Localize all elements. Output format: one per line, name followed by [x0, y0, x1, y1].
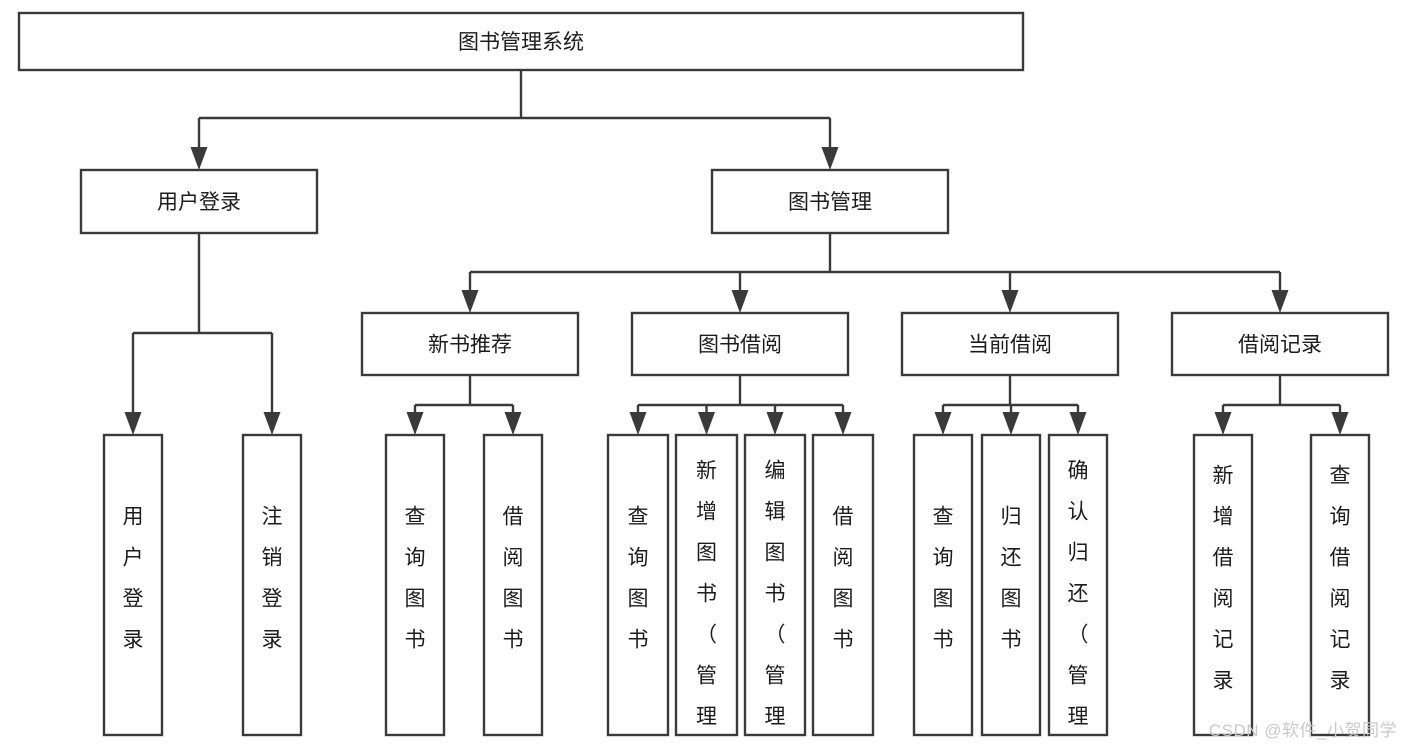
node-box [606, 433, 670, 737]
node-box [1309, 433, 1371, 737]
node-leaf-add-record[interactable]: 新增借阅记录 [1192, 433, 1254, 737]
node-box [241, 433, 303, 737]
node-label: 查询借阅记录 [1330, 465, 1351, 693]
node-leaf-query-book-2[interactable]: 查询图书 [606, 433, 670, 737]
node-label: 新增图书（管理员） [696, 460, 717, 747]
node-label: 新增借阅记录 [1213, 465, 1234, 693]
node-root[interactable]: 图书管理系统 [17, 11, 1025, 72]
node-label: 用户登录 [123, 506, 144, 652]
node-new-book-rec[interactable]: 新书推荐 [360, 311, 580, 377]
node-leaf-borrow-book-2[interactable]: 借阅图书 [811, 433, 875, 737]
node-leaf-borrow-book-1[interactable]: 借阅图书 [482, 433, 544, 737]
node-label: 借阅图书 [833, 506, 854, 652]
node-box [1047, 433, 1109, 737]
node-label: 查询图书 [405, 506, 426, 652]
node-book-manage[interactable]: 图书管理 [710, 168, 950, 235]
node-leaf-user-login[interactable]: 用户登录 [102, 433, 164, 737]
node-label: 新书推荐 [428, 334, 512, 357]
node-box [743, 433, 807, 737]
node-current-borrow[interactable]: 当前借阅 [900, 311, 1120, 377]
node-label: 用户登录 [157, 191, 241, 214]
node-leaf-query-book-1[interactable]: 查询图书 [384, 433, 446, 737]
node-label: 借阅图书 [503, 506, 524, 652]
node-box [811, 433, 875, 737]
node-label: 查询图书 [628, 506, 649, 652]
node-user-login[interactable]: 用户登录 [79, 168, 319, 235]
node-leaf-query-book-3[interactable]: 查询图书 [912, 433, 974, 737]
node-box [900, 311, 1120, 377]
node-box [674, 433, 739, 737]
node-label: 图书管理系统 [458, 31, 584, 54]
node-leaf-query-record[interactable]: 查询借阅记录 [1309, 433, 1371, 737]
node-label: 注销登录 [262, 506, 283, 652]
node-label: 归还图书 [1001, 506, 1022, 652]
node-box [710, 168, 950, 235]
node-label: 图书管理 [788, 191, 872, 214]
node-box [630, 311, 850, 377]
node-box [79, 168, 319, 235]
node-book-borrow[interactable]: 图书借阅 [630, 311, 850, 377]
node-box [1192, 433, 1254, 737]
node-box [482, 433, 544, 737]
node-box [980, 433, 1042, 737]
node-leaf-user-logout[interactable]: 注销登录 [241, 433, 303, 737]
connectors-layer [124, 70, 1349, 435]
node-box [912, 433, 974, 737]
node-label: 编辑图书（管理员） [765, 460, 786, 747]
node-box [384, 433, 446, 737]
node-label: 查询图书 [933, 506, 954, 652]
node-leaf-confirm-return[interactable]: 确认归还（管理员） [1047, 433, 1109, 747]
node-label: 当前借阅 [968, 334, 1052, 357]
node-label: 借阅记录 [1238, 334, 1322, 357]
node-label: 图书借阅 [698, 334, 782, 357]
node-leaf-add-book[interactable]: 新增图书（管理员） [674, 433, 739, 747]
node-box [1170, 311, 1390, 377]
node-box [17, 11, 1025, 72]
node-box [360, 311, 580, 377]
nodes-layer: 图书管理系统用户登录图书管理新书推荐图书借阅当前借阅借阅记录用户登录注销登录查询… [17, 11, 1390, 747]
node-borrow-record[interactable]: 借阅记录 [1170, 311, 1390, 377]
node-leaf-edit-book[interactable]: 编辑图书（管理员） [743, 433, 807, 747]
node-box [102, 433, 164, 737]
node-leaf-return-book[interactable]: 归还图书 [980, 433, 1042, 737]
